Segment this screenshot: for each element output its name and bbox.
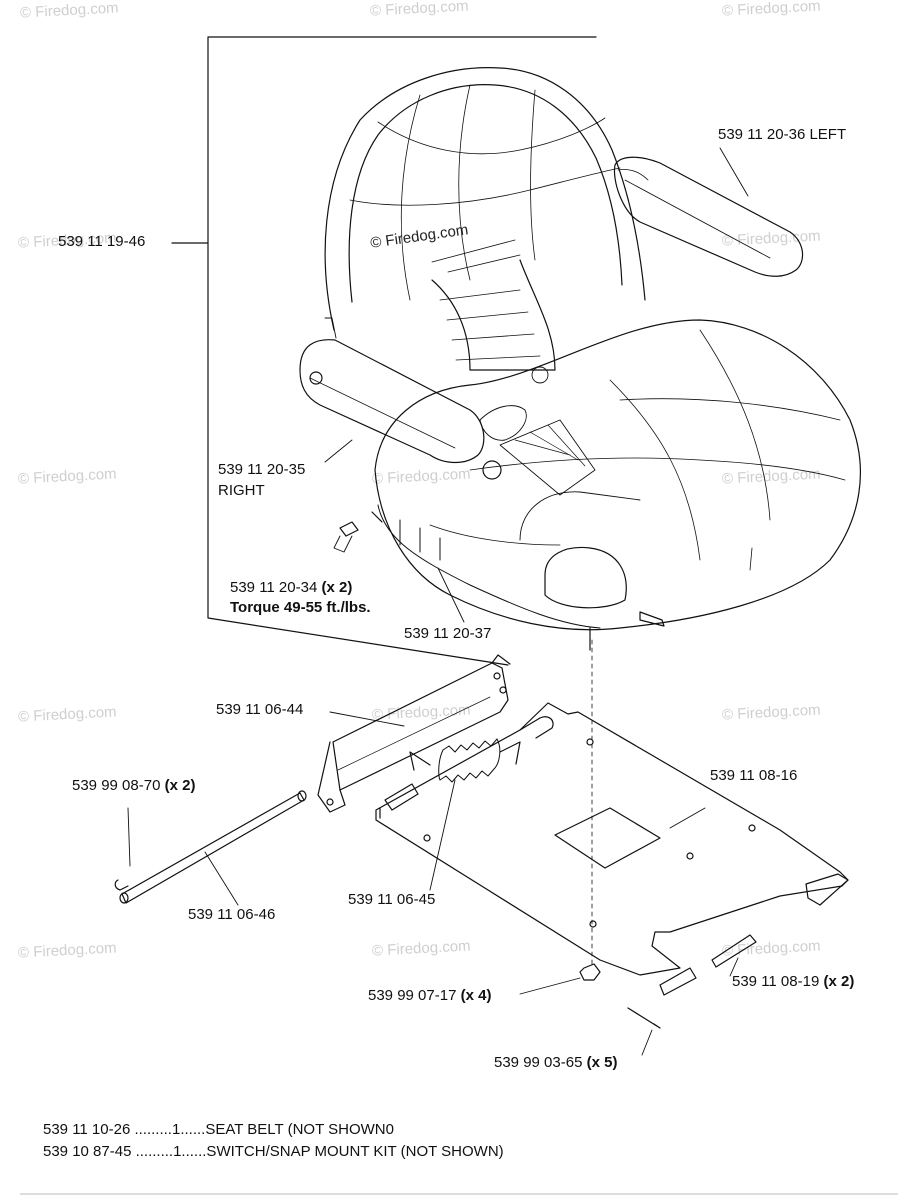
nut-part xyxy=(519,963,601,995)
label-hinge-bracket: 539 11 06-44 xyxy=(216,701,304,718)
label-rod: 539 11 06-46 xyxy=(188,906,276,923)
label-bolt-qty: (x 2) xyxy=(321,579,353,596)
label-cotter-qty: (x 5) xyxy=(586,1054,618,1071)
footnote-switch-kit: 539 10 87-45 .........1......SWITCH/SNAP… xyxy=(43,1143,504,1160)
label-spring: 539 11 06-45 xyxy=(348,891,436,908)
label-seat-plate: 539 11 08-16 xyxy=(710,767,798,784)
label-nut: 539 99 07-17 (x 4) xyxy=(368,987,491,1005)
label-bolt-number: 539 11 20-34 xyxy=(230,579,318,596)
label-armrest-left: 539 11 20-36 LEFT xyxy=(718,126,847,143)
seat-plate xyxy=(375,639,849,976)
label-armrest-right-word: RIGHT xyxy=(218,482,265,499)
footnote-seat-belt: 539 11 10-26 .........1......SEAT BELT (… xyxy=(43,1121,394,1138)
hinge-bracket xyxy=(317,654,511,813)
cotter-pin-part xyxy=(627,1007,661,1056)
label-nut-qty: (x 4) xyxy=(460,987,492,1004)
assembly-bracket-line xyxy=(171,36,597,666)
label-seat-assembly: 539 11 19-46 xyxy=(58,233,146,250)
spring-part xyxy=(379,738,521,891)
label-nut-number: 539 99 07-17 xyxy=(368,987,457,1004)
label-armrest-right-number: 539 11 20-35 xyxy=(218,461,306,478)
seat-illustration xyxy=(299,67,861,651)
bottom-divider xyxy=(20,1193,898,1195)
label-clip-qty: (x 2) xyxy=(164,777,196,794)
label-cotter-number: 539 99 03-65 xyxy=(494,1054,583,1071)
label-seat-base: 539 11 20-37 xyxy=(404,625,492,642)
label-clip: 539 99 08-70 (x 2) xyxy=(72,777,195,795)
label-cotter-pin: 539 99 03-65 (x 5) xyxy=(494,1054,617,1072)
label-pin-qty: (x 2) xyxy=(823,973,855,990)
label-pin-number: 539 11 08-19 xyxy=(732,973,820,990)
pin-part xyxy=(659,934,757,996)
bolt-part xyxy=(333,511,383,553)
label-pin: 539 11 08-19 (x 2) xyxy=(732,973,854,991)
rod-part xyxy=(114,790,307,906)
seat-leader-lines xyxy=(324,147,749,623)
label-bolt: 539 11 20-34 (x 2) xyxy=(230,579,352,597)
label-torque: Torque 49-55 ft./lbs. xyxy=(230,599,371,616)
label-clip-number: 539 99 08-70 xyxy=(72,777,161,794)
